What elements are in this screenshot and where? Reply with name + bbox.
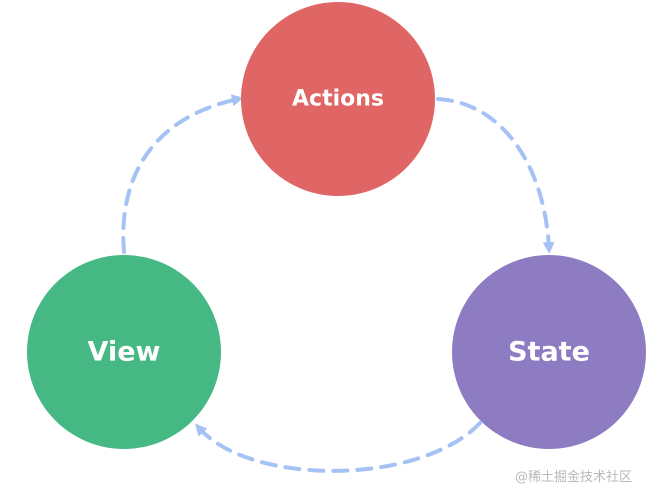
state-node: State — [452, 255, 646, 449]
watermark: @稀土掘金技术社区 — [514, 470, 632, 485]
actions-node: Actions — [241, 2, 435, 196]
view-node: View — [27, 255, 221, 449]
state-circle — [452, 255, 646, 449]
view-label: View — [88, 337, 161, 368]
arrow-view-to-actions — [121, 94, 244, 254]
arrow-state-to-view — [195, 421, 482, 473]
actions-circle — [241, 2, 435, 196]
state-label: State — [508, 337, 590, 368]
actions-label: Actions — [292, 87, 384, 112]
view-circle — [27, 255, 221, 449]
arrow-actions-to-state — [436, 97, 555, 254]
